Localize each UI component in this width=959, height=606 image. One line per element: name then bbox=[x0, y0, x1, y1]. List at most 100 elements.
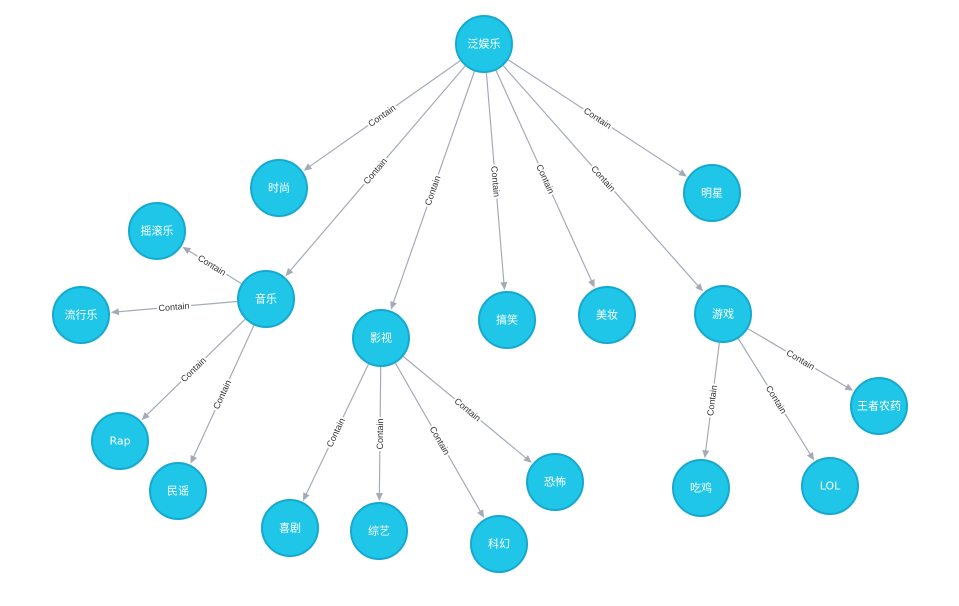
node-yingshi[interactable]: 影视 bbox=[352, 309, 410, 367]
edge-arrowhead bbox=[110, 308, 120, 316]
node-circle[interactable] bbox=[237, 270, 295, 328]
node-circle[interactable] bbox=[850, 377, 908, 435]
edge-label-group: Contain bbox=[421, 172, 444, 209]
edge-arrowhead bbox=[390, 300, 397, 310]
edge-label-group: Contain bbox=[782, 345, 819, 374]
node-circle[interactable] bbox=[694, 285, 752, 343]
nodes-layer: 泛娱乐时尚 明星摇滚乐音乐 流行乐 影视 搞笑美妆游戏 Rap民谣喜剧综艺 科幻恐怖 吃鸡 LO… bbox=[52, 15, 908, 573]
node-circle[interactable] bbox=[470, 515, 528, 573]
edge-arrowhead bbox=[523, 455, 532, 463]
node-fanyule[interactable]: 泛娱乐 bbox=[455, 15, 513, 73]
edge-label-background bbox=[421, 172, 444, 209]
edge-label-group: Contain bbox=[703, 382, 721, 419]
node-chiji[interactable]: 吃鸡 bbox=[672, 459, 730, 517]
node-mingxing[interactable]: 明星 bbox=[683, 164, 741, 222]
node-circle[interactable] bbox=[352, 309, 410, 367]
edge-label: Contain bbox=[489, 166, 502, 198]
edge-label: Contain bbox=[534, 163, 556, 195]
node-circle[interactable] bbox=[672, 459, 730, 517]
edge-label-group: Contain bbox=[580, 103, 616, 133]
node-gaoxiao[interactable]: 搞笑 bbox=[478, 291, 536, 349]
edge-yinyue-minyao[interactable]: Contain bbox=[190, 325, 255, 464]
edge-arrowhead bbox=[695, 283, 704, 292]
node-circle[interactable] bbox=[455, 15, 513, 73]
edge-label-group: Contain bbox=[176, 353, 210, 386]
edge-label: Contain bbox=[179, 355, 208, 384]
edge-arrowhead bbox=[190, 454, 198, 464]
node-circle[interactable] bbox=[683, 164, 741, 222]
edge-label-group: Contain bbox=[156, 299, 192, 315]
edge-fanyule-youxi[interactable]: Contain bbox=[502, 65, 704, 292]
edge-arrowhead bbox=[141, 411, 150, 421]
edge-yingshi-zongyi[interactable]: Contain bbox=[373, 366, 387, 502]
edge-youxi-chiji[interactable]: Contain bbox=[702, 342, 721, 459]
edge-label-group: Contain bbox=[532, 161, 558, 198]
edge-label-group: Contain bbox=[426, 422, 454, 459]
edge-arrowhead bbox=[302, 492, 310, 501]
edge-label-group: Contain bbox=[359, 154, 391, 188]
edge-label-group: Contain bbox=[762, 381, 791, 418]
node-wangzhe[interactable]: 王者农药 bbox=[850, 377, 908, 435]
node-circle[interactable] bbox=[149, 462, 207, 520]
node-xiju[interactable]: 喜剧 bbox=[261, 499, 319, 557]
node-shishang[interactable]: 时尚 bbox=[250, 159, 308, 217]
node-circle[interactable] bbox=[478, 291, 536, 349]
edge-arrowhead bbox=[303, 163, 313, 171]
edge-fanyule-mingxing[interactable]: Contain bbox=[507, 59, 687, 177]
node-zongyi[interactable]: 综艺 bbox=[350, 502, 408, 560]
node-liuxingle[interactable]: 流行乐 bbox=[52, 286, 110, 344]
edge-label: Contain bbox=[366, 103, 397, 129]
edge-label-group: Contain bbox=[373, 416, 387, 452]
node-circle[interactable] bbox=[52, 286, 110, 344]
node-yaogunle[interactable]: 摇滚乐 bbox=[128, 202, 186, 260]
node-circle[interactable] bbox=[578, 286, 636, 344]
edge-label-group: Contain bbox=[587, 161, 619, 196]
node-circle[interactable] bbox=[801, 457, 859, 515]
edge-label: Contain bbox=[705, 384, 719, 416]
edge-label-group: Contain bbox=[364, 101, 400, 131]
edge-label: Contain bbox=[589, 164, 617, 194]
edge-yingshi-xiju[interactable]: Contain bbox=[302, 363, 370, 501]
edge-label: Contain bbox=[325, 416, 347, 448]
edge-fanyule-shishang[interactable]: Contain bbox=[303, 60, 461, 171]
edge-fanyule-gaoxiao[interactable]: Contain bbox=[485, 72, 508, 291]
edge-label-background bbox=[762, 381, 791, 418]
edge-label-background bbox=[587, 161, 619, 196]
edge-fanyule-yinyue[interactable]: Contain bbox=[285, 65, 466, 277]
node-meizhuang[interactable]: 美妆 bbox=[578, 286, 636, 344]
node-youxi[interactable]: 游戏 bbox=[694, 285, 752, 343]
node-circle[interactable] bbox=[350, 502, 408, 560]
edge-yinyue-yaogunle[interactable]: Contain bbox=[182, 246, 242, 285]
edge-label-background bbox=[488, 164, 503, 199]
node-rap[interactable]: Rap bbox=[91, 412, 149, 470]
edge-arrowhead bbox=[702, 449, 710, 459]
edge-label: Contain bbox=[423, 174, 443, 207]
edge-youxi-wangzhe[interactable]: Contain bbox=[747, 328, 854, 391]
edge-arrowhead bbox=[477, 509, 485, 518]
node-circle[interactable] bbox=[128, 202, 186, 260]
edge-yinyue-liuxingle[interactable]: Contain bbox=[110, 299, 238, 316]
edge-arrowhead bbox=[844, 383, 854, 391]
edge-arrowhead bbox=[375, 492, 383, 502]
edge-fanyule-meizhuang[interactable]: Contain bbox=[495, 70, 595, 288]
edge-label: Contain bbox=[158, 301, 190, 314]
node-circle[interactable] bbox=[91, 412, 149, 470]
node-yinyue[interactable]: 音乐 bbox=[237, 270, 295, 328]
edge-label-background bbox=[703, 382, 721, 419]
edge-label-group: Contain bbox=[209, 376, 235, 413]
edge-arrowhead bbox=[588, 278, 595, 288]
node-minyao[interactable]: 民谣 bbox=[149, 462, 207, 520]
node-circle[interactable] bbox=[526, 453, 584, 511]
edge-label-background bbox=[209, 376, 235, 413]
node-circle[interactable] bbox=[250, 159, 308, 217]
edge-label-background bbox=[580, 103, 616, 133]
edge-yinyue-rap[interactable]: Contain bbox=[141, 318, 246, 421]
node-kehuan[interactable]: 科幻 bbox=[470, 515, 528, 573]
edge-label-background bbox=[532, 161, 558, 198]
node-lol[interactable]: LOL bbox=[801, 457, 859, 515]
edge-fanyule-yingshi[interactable]: Contain bbox=[390, 71, 475, 310]
node-kongbu[interactable]: 恐怖 bbox=[526, 453, 584, 511]
node-circle[interactable] bbox=[261, 499, 319, 557]
edge-label-group: Contain bbox=[488, 164, 503, 199]
